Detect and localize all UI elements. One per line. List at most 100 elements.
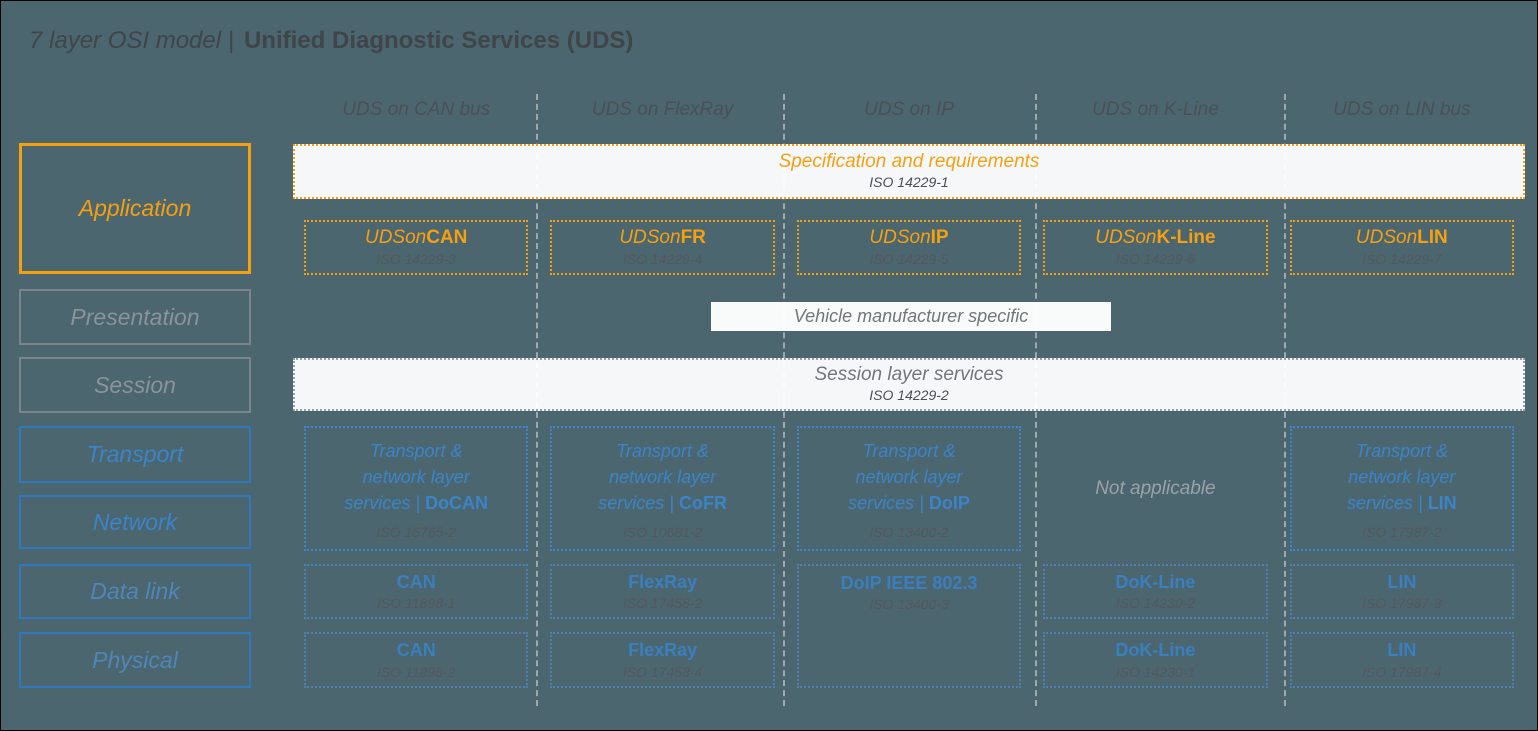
column-header-ip: UDS on IP (864, 99, 954, 120)
transport-docan-box: Transport & network layer services | DoC… (304, 426, 529, 551)
physical-cell-kline: DoK-Line ISO 14230-1 (1032, 632, 1278, 688)
spec-requirements-label: Specification and requirements (778, 151, 1040, 173)
udson-can-iso: ISO 14229-3 (376, 250, 456, 267)
osi-layer-application: Application (19, 143, 251, 274)
udson-suffix: IP (930, 227, 949, 248)
transport-protocol: DoIP (928, 493, 970, 514)
transport-line2: network layer (362, 467, 470, 488)
physical-band: CAN ISO 11898-2 FlexRay ISO 17458-4 DoK-… (293, 632, 1525, 688)
udson-ip-box: UDSonIP ISO 14229-5 (796, 220, 1022, 275)
spec-requirements-iso: ISO 14229-1 (869, 174, 949, 191)
transport-line1: Transport & (369, 441, 463, 461)
udson-ip-iso: ISO 14229-5 (869, 250, 949, 267)
transport-cell-ip: Transport & network layer services | DoI… (786, 426, 1032, 551)
physical-cell-ip (786, 632, 1032, 688)
udson-fr-iso: ISO 14229-4 (622, 250, 703, 267)
physical-dokline-iso: ISO 14230-1 (1115, 663, 1196, 680)
physical-flexray-name: FlexRay (628, 640, 698, 661)
datalink-lin-name: LIN (1387, 571, 1417, 592)
udson-lin-iso: ISO 14229-7 (1362, 250, 1442, 267)
column-header-flexray: UDS on FlexRay (591, 99, 734, 120)
datalink-dokline-iso: ISO 14230-2 (1115, 595, 1196, 612)
spec-requirements-band: Specification and requirements ISO 14229… (293, 144, 1525, 199)
udson-suffix: K-Line (1156, 227, 1216, 248)
transport-docan-iso: ISO 15765-2 (376, 523, 456, 540)
datalink-flexray-name: FlexRay (628, 571, 698, 592)
title-osi-model: 7 layer OSI model | (29, 27, 234, 54)
transport-line3: services | (598, 493, 674, 514)
udson-lin-box: UDSonLIN ISO 14229-7 (1289, 220, 1515, 275)
transport-network-band: Transport & network layer services | DoC… (293, 426, 1525, 551)
column-header-can: UDS on CAN bus (342, 99, 491, 120)
transport-line2: network layer (855, 467, 963, 488)
datalink-doip-iso: ISO 13400-3 (869, 596, 949, 613)
datalink-cell-lin: LIN ISO 17987-3 (1279, 564, 1525, 619)
transport-cell-kline: Not applicable (1032, 426, 1278, 551)
transport-line3: services | (1346, 493, 1423, 514)
udson-suffix: CAN (426, 227, 468, 248)
datalink-lin-box: LIN ISO 17987-3 (1289, 564, 1515, 619)
column-header-lin: UDS on LIN bus (1333, 99, 1471, 120)
datalink-cell-kline: DoK-Line ISO 14230-2 (1032, 564, 1278, 619)
session-services-iso: ISO 14229-2 (869, 387, 949, 404)
udson-cell-lin: UDSonLIN ISO 14229-7 (1279, 220, 1525, 275)
osi-layer-session: Session (19, 357, 251, 413)
udson-kline-iso: ISO 14229-6 (1115, 250, 1196, 267)
udson-cell-kline: UDSonK-Line ISO 14229-6 (1032, 220, 1278, 275)
transport-cofr-box: Transport & network layer services | CoF… (550, 426, 775, 551)
osi-layer-physical: Physical (19, 632, 251, 688)
physical-can-name: CAN (396, 640, 436, 661)
physical-lin-iso: ISO 17987-4 (1362, 663, 1442, 680)
datalink-dokline-name: DoK-Line (1115, 571, 1196, 592)
datalink-band: CAN ISO 11898-1 FlexRay ISO 17458-2 DoIP… (293, 564, 1525, 688)
datalink-flexray-iso: ISO 17458-2 (622, 595, 703, 612)
udson-suffix: LIN (1417, 227, 1448, 248)
transport-cofr-iso: ISO 10681-2 (622, 523, 703, 540)
transport-protocol: CoFR (678, 493, 727, 514)
udson-prefix: UDSon (619, 227, 681, 248)
osi-layer-presentation: Presentation (19, 289, 251, 345)
transport-line2: network layer (1348, 467, 1456, 488)
physical-lin-name: LIN (1387, 640, 1417, 661)
transport-cell-lin: Transport & network layer services | LIN… (1279, 426, 1525, 551)
transport-lin-box: Transport & network layer services | LIN… (1289, 426, 1515, 551)
not-applicable-label: Not applicable (1095, 477, 1216, 499)
column-header-kline: UDS on K-Line (1092, 99, 1219, 120)
transport-protocol: LIN (1427, 493, 1457, 514)
udson-cell-ip: UDSonIP ISO 14229-5 (786, 220, 1032, 275)
datalink-cell-flexray: FlexRay ISO 17458-2 (539, 564, 785, 619)
udson-prefix: UDSon (364, 227, 427, 248)
transport-line1: Transport & (1355, 441, 1449, 461)
datalink-lin-iso: ISO 17987-3 (1362, 595, 1442, 612)
physical-cell-can: CAN ISO 11898-2 (293, 632, 539, 688)
session-services-band: Session layer services ISO 14229-2 (293, 358, 1525, 411)
transport-line1: Transport & (862, 441, 956, 461)
osi-layer-network: Network (19, 495, 251, 549)
physical-cell-flexray: FlexRay ISO 17458-4 (539, 632, 785, 688)
udson-prefix: UDSon (1095, 227, 1157, 248)
datalink-can-box: CAN ISO 11898-1 (304, 564, 529, 619)
transport-protocol: DoCAN (425, 493, 489, 514)
udson-cell-fr: UDSonFR ISO 14229-4 (539, 220, 785, 275)
datalink-dokline-box: DoK-Line ISO 14230-2 (1043, 564, 1268, 619)
udson-kline-box: UDSonK-Line ISO 14229-6 (1043, 220, 1268, 275)
physical-can-box: CAN ISO 11898-2 (304, 632, 529, 688)
page-title: 7 layer OSI model |Unified Diagnostic Se… (29, 27, 633, 55)
datalink-doip-box: DoIP IEEE 802.3 ISO 13400-3 (796, 564, 1022, 688)
transport-lin-iso: ISO 17987-2 (1362, 523, 1442, 540)
physical-lin-box: LIN ISO 17987-4 (1289, 632, 1515, 688)
transport-line2: network layer (609, 467, 717, 488)
column-headers: UDS on CAN bus UDS on FlexRay UDS on IP … (293, 99, 1525, 121)
transport-cell-can: Transport & network layer services | DoC… (293, 426, 539, 551)
datalink-flexray-box: FlexRay ISO 17458-2 (550, 564, 775, 619)
physical-dokline-box: DoK-Line ISO 14230-1 (1043, 632, 1268, 688)
udson-can-box: UDSonCAN ISO 14229-3 (304, 220, 529, 275)
transport-line1: Transport & (616, 441, 709, 461)
transport-doip-box: Transport & network layer services | DoI… (796, 426, 1022, 551)
session-services-label: Session layer services (814, 364, 1004, 386)
udson-suffix: FR (680, 227, 706, 248)
datalink-doip-name: DoIP IEEE 802.3 (840, 573, 978, 593)
physical-ip-empty (797, 632, 1021, 688)
transport-cell-flexray: Transport & network layer services | CoF… (539, 426, 785, 551)
osi-layer-datalink: Data link (19, 564, 251, 619)
